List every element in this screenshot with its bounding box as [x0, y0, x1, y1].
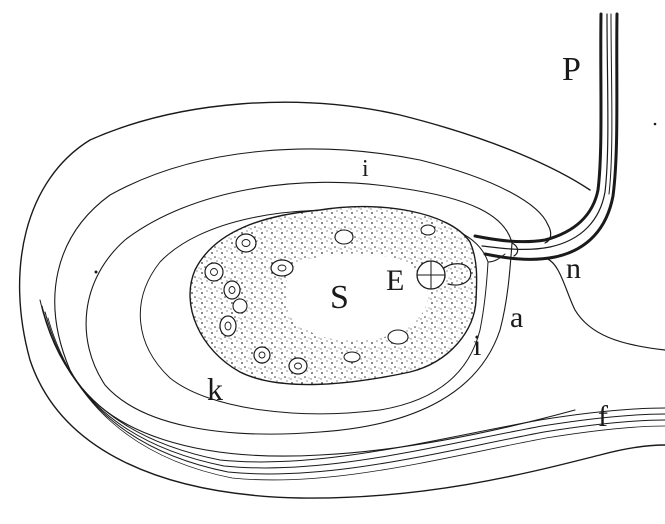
label-S: S [330, 279, 349, 316]
speck [95, 271, 98, 274]
label-E: E [386, 264, 404, 297]
label-k: k [207, 371, 223, 407]
embryo-sac-center [286, 253, 428, 340]
chalaza-curve [545, 258, 665, 350]
label-i-inner: i [473, 329, 481, 362]
label-f: f [598, 400, 608, 433]
label-n: n [566, 252, 581, 285]
label-a: a [510, 301, 523, 334]
speck [654, 123, 657, 126]
label-i-outer: i [362, 156, 369, 182]
funiculus [475, 14, 617, 259]
label-P: P [562, 51, 581, 88]
